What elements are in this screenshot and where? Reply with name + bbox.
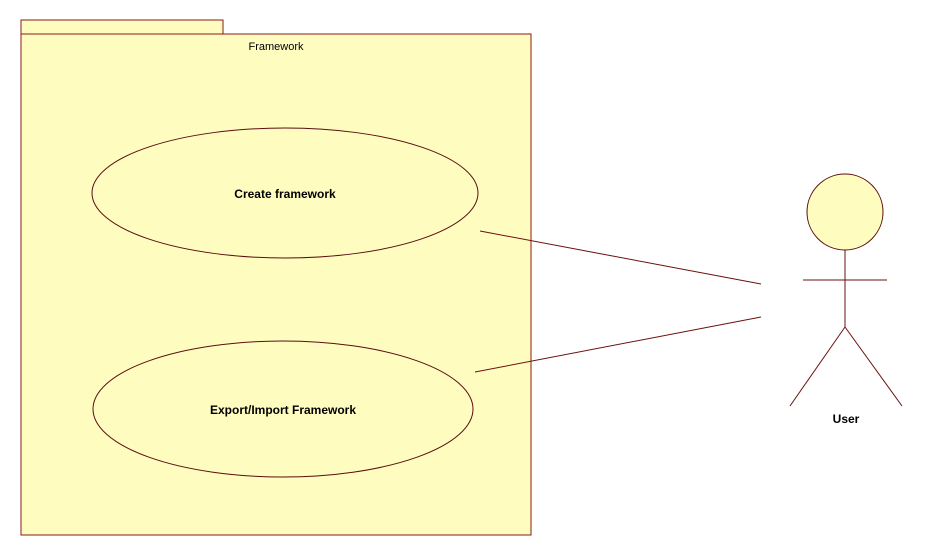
association-create-framework[interactable] [479, 230, 762, 285]
use-case-export-import-framework-shape [92, 340, 474, 478]
use-case-create-framework[interactable]: Create framework [91, 127, 479, 259]
package-tab [20, 19, 224, 35]
use-case-export-import-framework[interactable]: Export/Import Framework [92, 340, 474, 478]
actor-user[interactable]: User [789, 173, 903, 426]
use-case-create-framework-label: Create framework [234, 187, 336, 201]
package-title: Framework [248, 41, 304, 53]
association-export-import[interactable] [474, 316, 762, 373]
use-case-export-import-framework-label: Export/Import Framework [210, 403, 356, 417]
actor-head [806, 173, 884, 251]
actor-label: User [833, 412, 860, 426]
actor-left-leg [789, 326, 846, 407]
use-case-create-framework-shape [91, 127, 479, 259]
actor-right-leg [844, 326, 903, 407]
